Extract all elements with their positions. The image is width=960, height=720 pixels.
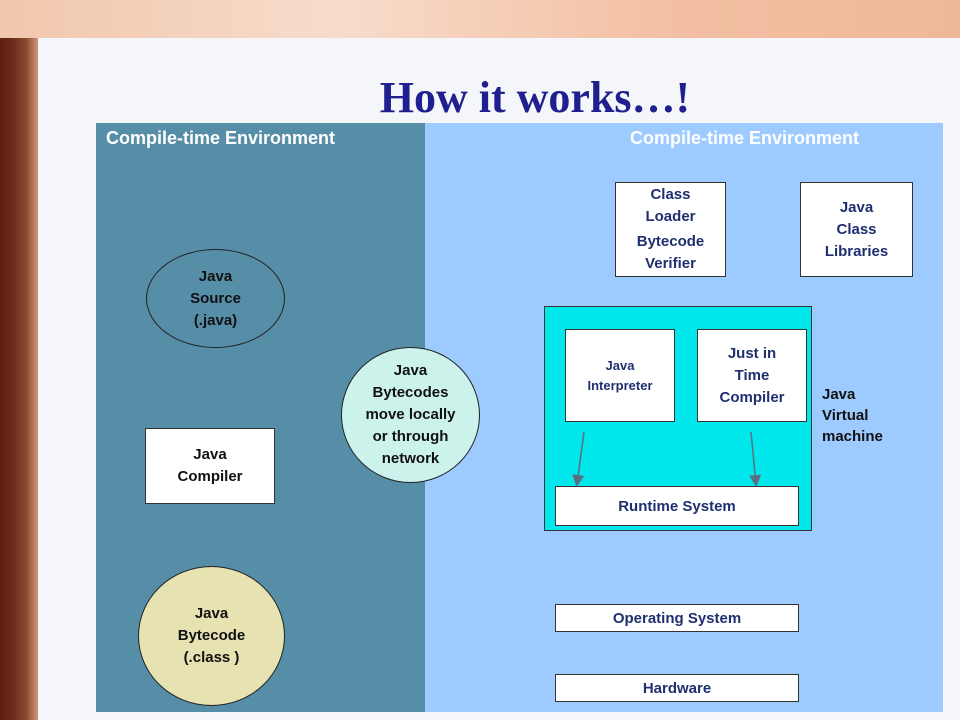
operating-system-node: Operating System	[555, 604, 799, 632]
class-loader-label: Class Loader	[645, 186, 696, 225]
jvm-label: Java Virtual machine	[822, 386, 883, 445]
java-bytecode-node: Java Bytecode (.class )	[138, 566, 285, 706]
runtime-system-node: Runtime System	[555, 486, 799, 526]
bytecode-verifier-label: Bytecode Verifier	[636, 233, 705, 272]
java-interpreter-node: Java Interpreter	[565, 329, 675, 422]
java-source-node: Java Source (.java)	[146, 249, 285, 348]
top-decorative-band	[0, 0, 960, 38]
bytecodes-transfer-node: Java Bytecodes move locally or through n…	[341, 347, 480, 483]
java-compiler-node: Java Compiler	[145, 428, 275, 504]
slide-title: How it works…!	[379, 73, 691, 122]
jit-compiler-node: Just in Time Compiler	[697, 329, 807, 422]
class-loader-verifier-node: Class Loader Bytecode Verifier	[615, 182, 726, 277]
hardware-node: Hardware	[555, 674, 799, 702]
compile-environment-label: Compile-time Environment	[106, 128, 336, 148]
runtime-environment-label: Compile-time Environment	[630, 128, 860, 148]
java-class-libraries-node: Java Class Libraries	[800, 182, 913, 277]
